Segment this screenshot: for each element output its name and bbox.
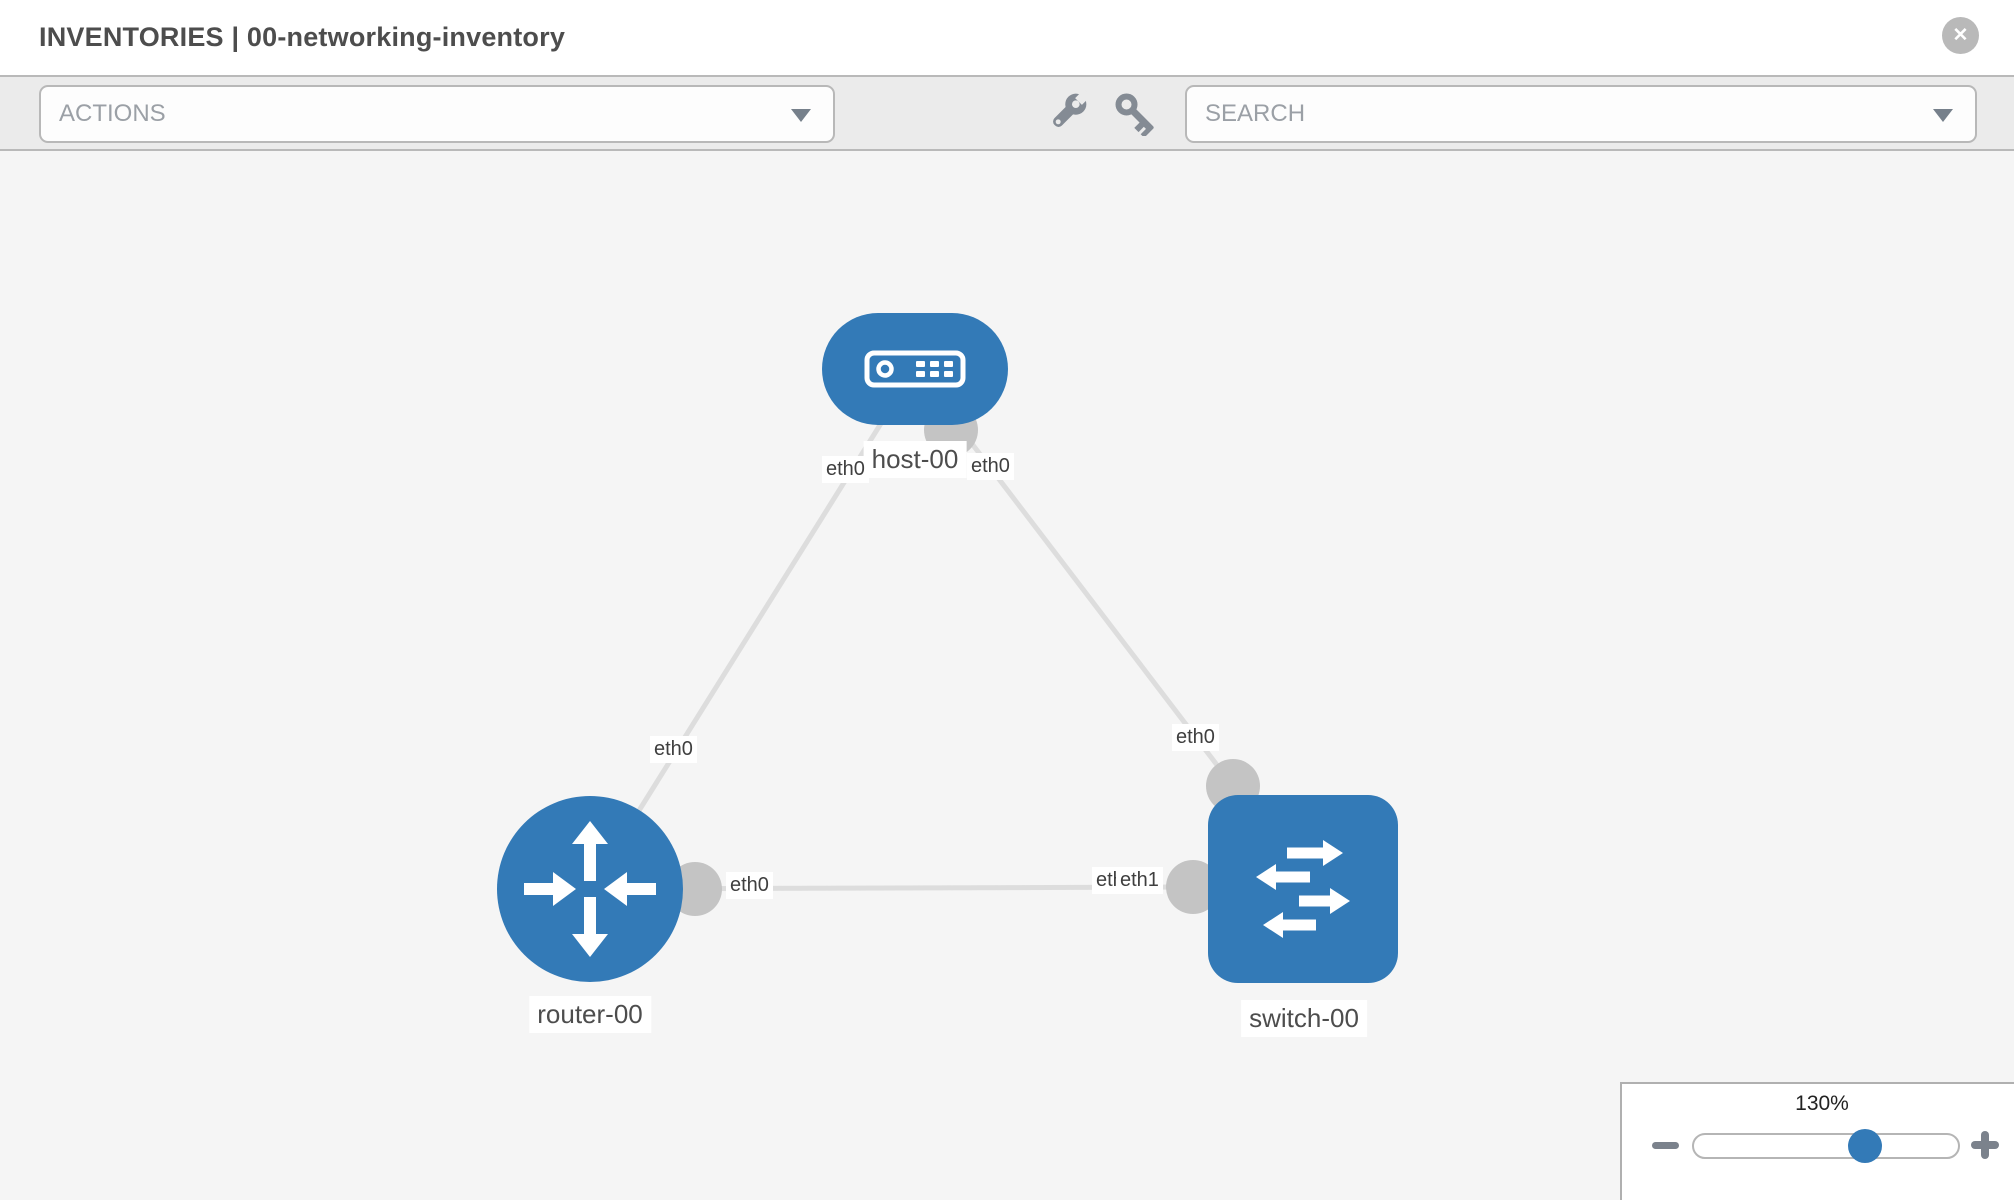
- zoom-slider-thumb[interactable]: [1848, 1129, 1882, 1163]
- chevron-down-icon: [791, 109, 811, 122]
- chevron-down-icon: [1933, 109, 1953, 122]
- node-label-host: host-00: [863, 441, 967, 478]
- zoom-in-plus-icon[interactable]: [1971, 1131, 1999, 1159]
- page-title: INVENTORIES | 00-networking-inventory: [39, 22, 566, 52]
- interface-label-router-to-host: eth0: [650, 736, 697, 763]
- port-switch-eth1: [1166, 860, 1220, 914]
- interface-label-switch-to-host: eth0: [1172, 724, 1219, 751]
- header: INVENTORIES | 00-networking-inventory ✕: [0, 0, 2014, 77]
- zoom-out-minus-icon[interactable]: [1652, 1142, 1679, 1149]
- node-host[interactable]: [822, 313, 1008, 425]
- node-switch[interactable]: [1208, 795, 1398, 983]
- zoom-slider-track[interactable]: [1692, 1133, 1960, 1159]
- zoom-level-value: 130%: [1795, 1092, 1849, 1115]
- host-device-icon: [864, 350, 966, 388]
- close-icon[interactable]: ✕: [1942, 17, 1979, 54]
- router-arrows-icon: [524, 821, 656, 957]
- node-label-switch: switch-00: [1241, 1000, 1367, 1037]
- links-layer: [587, 367, 1260, 916]
- wrench-icon[interactable]: [1040, 86, 1094, 140]
- switch-arrows-icon: [1256, 840, 1350, 938]
- topology-canvas[interactable]: host-00 router-00 switch-00 eth0 eth0 et…: [0, 151, 2014, 1200]
- interface-label-host-to-router: eth0: [822, 456, 869, 483]
- search-placeholder: SEARCH: [1205, 100, 1306, 127]
- actions-dropdown-label: ACTIONS: [59, 100, 166, 127]
- node-router[interactable]: [497, 796, 683, 982]
- search-input[interactable]: SEARCH: [1185, 85, 1977, 143]
- interface-label-switch-to-router: eth1: [1116, 867, 1163, 894]
- toolbar: ACTIONS: [0, 77, 2014, 151]
- actions-dropdown[interactable]: ACTIONS: [39, 85, 835, 143]
- key-icon[interactable]: [1108, 86, 1162, 140]
- zoom-control-panel: 130%: [1620, 1082, 2014, 1200]
- interface-label-host-to-switch: eth0: [967, 453, 1014, 480]
- node-label-router: router-00: [529, 996, 651, 1033]
- link-host-router: [587, 367, 918, 891]
- interface-label-router-to-switch: eth0: [726, 872, 773, 899]
